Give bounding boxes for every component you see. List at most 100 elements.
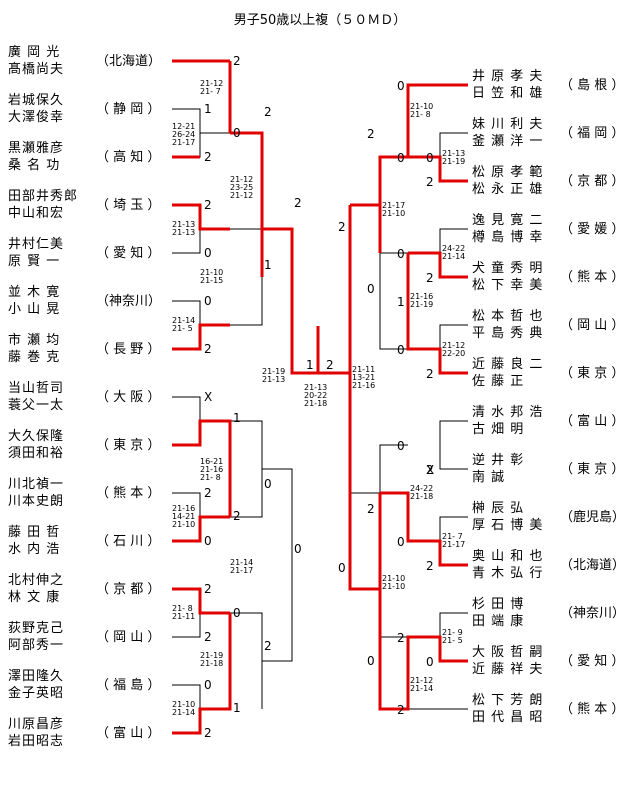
right-player-2a: 妹 川 利 夫 <box>472 117 544 132</box>
left-pref-6: （神奈川） <box>96 294 162 309</box>
right-player-3b: 松 永 正 雄 <box>472 182 544 197</box>
game-count: 2 <box>204 726 212 740</box>
right-pref-7: （ 東 京 ） <box>560 366 625 381</box>
left-player-10b: 川本史朗 <box>8 494 65 509</box>
right-player-14a: 松 下 芳 朗 <box>472 693 544 708</box>
game-count: 2 <box>294 196 302 210</box>
right-player-11a: 奥 山 和 也 <box>472 549 544 564</box>
left-player-15b: 岩田昭志 <box>8 734 65 749</box>
left-player-6a: 並 木 寛 <box>8 285 61 300</box>
left-pref-12: （ 京 都 ） <box>96 582 161 597</box>
game-count: 2 <box>426 175 434 189</box>
right-pref-4: （ 愛 媛 ） <box>560 222 625 237</box>
game-count: 2 <box>426 271 434 285</box>
right-player-6b: 平 島 秀 典 <box>472 326 544 341</box>
right-player-10a: 榊 辰 弘 <box>472 501 525 516</box>
game-count: 0 <box>294 542 302 556</box>
left-player-14b: 金子英昭 <box>8 686 65 701</box>
right-pref-10: （鹿児島） <box>560 510 626 525</box>
right-pref-5: （ 熊 本 ） <box>560 270 625 285</box>
left-player-3b: 桑 名 功 <box>8 158 61 173</box>
game-count: 0 <box>233 606 241 620</box>
game-count: 2 <box>204 342 212 356</box>
game-count: X <box>204 390 213 404</box>
left-player-1a: 廣 岡 光 <box>8 45 61 60</box>
left-pref-14: （ 福 島 ） <box>96 678 161 693</box>
game-count: 2 <box>397 631 405 645</box>
left-player-5b: 原 賢 一 <box>8 254 61 269</box>
page-title: 男子50歳以上複（５０ＭＤ） <box>233 13 407 28</box>
right-player-7b: 佐 藤 正 <box>472 374 525 389</box>
right-player-13b: 近 藤 祥 夫 <box>472 662 544 677</box>
left-player-4b: 中山和宏 <box>8 206 65 221</box>
game-count: 2 <box>367 127 375 141</box>
right-player-11b: 青 木 弘 行 <box>472 566 544 581</box>
game-count: 2 <box>397 703 405 717</box>
left-player-3a: 黒瀬雅彦 <box>8 141 65 156</box>
right-pref-6: （ 岡 山 ） <box>560 318 625 333</box>
game-count: 1 <box>233 701 241 715</box>
left-pref-13: （ 岡 山 ） <box>96 630 161 645</box>
game-count: 2 <box>204 150 212 164</box>
left-player-8a: 当山哲司 <box>8 381 65 396</box>
left-pref-4: （ 埼 玉 ） <box>96 198 161 213</box>
right-player-7a: 近 藤 良 二 <box>472 357 544 372</box>
left-player-1b: 髙橋尚夫 <box>8 62 65 77</box>
left-player-13a: 荻野克己 <box>8 621 65 636</box>
left-player-15a: 川原昌彦 <box>8 717 65 732</box>
game-count: 0 <box>204 534 212 548</box>
left-player-8b: 蓑父一太 <box>8 398 65 413</box>
right-pref-8: （ 富 山 ） <box>560 414 625 429</box>
game-count: 1 <box>306 358 314 372</box>
game-count: 0 <box>397 151 405 165</box>
left-player-12a: 北村伸之 <box>8 573 65 588</box>
left-player-4a: 田部井秀郎 <box>8 189 79 204</box>
right-player-8a: 清 水 邦 浩 <box>472 405 544 420</box>
game-count: 2 <box>426 367 434 381</box>
game-count: 2 <box>204 630 212 644</box>
game-count: 2 <box>326 358 334 372</box>
left-pref-9: （ 東 京 ） <box>96 438 161 453</box>
left-pref-5: （ 愛 知 ） <box>96 246 161 261</box>
left-player-2b: 大澤俊幸 <box>8 110 65 125</box>
left-pref-1: （北海道） <box>96 54 162 69</box>
game-count: 2 <box>233 509 241 523</box>
left-player-11a: 藤 田 哲 <box>8 525 61 540</box>
left-pref-11: （ 石 川 ） <box>96 534 161 549</box>
right-player-9a: 逆 井 彰 <box>472 453 525 468</box>
game-count: 1 <box>264 258 272 272</box>
right-pref-3: （ 京 都 ） <box>560 174 625 189</box>
game-count: 0 <box>233 126 241 140</box>
right-pref-1: （ 島 根 ） <box>560 78 625 93</box>
game-count: 0 <box>204 246 212 260</box>
left-player-6b: 小 山 晃 <box>8 302 61 317</box>
game-count: 0 <box>264 477 272 491</box>
right-player-1b: 日 笠 和 雄 <box>472 86 544 101</box>
right-player-5a: 犬 童 秀 明 <box>472 261 544 276</box>
left-pref-15: （ 富 山 ） <box>96 726 161 741</box>
left-player-13b: 阿部秀一 <box>8 638 65 653</box>
right-player-10b: 厚 石 博 美 <box>472 518 544 533</box>
game-count: 2 <box>367 502 375 516</box>
right-player-14b: 田 代 昌 昭 <box>472 710 544 725</box>
left-pref-2: （ 静 岡 ） <box>96 102 161 117</box>
left-pref-7: （ 長 野 ） <box>96 342 161 357</box>
right-pref-9: （ 東 京 ） <box>560 462 625 477</box>
left-player-7a: 市 瀬 均 <box>8 333 61 348</box>
right-player-12a: 杉 田 博 <box>472 597 525 612</box>
game-count: 0 <box>397 247 405 261</box>
game-count: 0 <box>204 678 212 692</box>
